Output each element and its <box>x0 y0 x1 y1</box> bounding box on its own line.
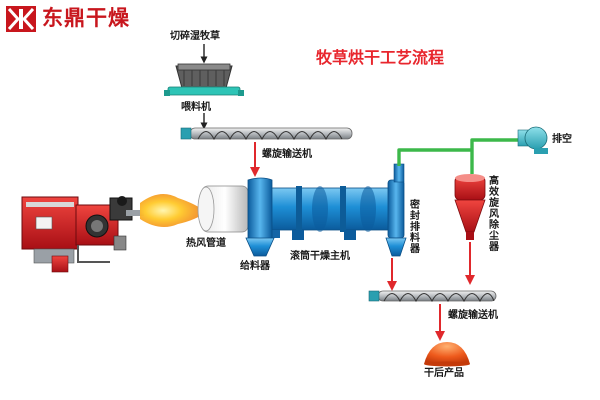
screw-conveyor-bottom <box>368 290 497 303</box>
exhaust-fan-icon <box>517 126 548 154</box>
label-screw-conveyor-bottom: 螺旋输送机 <box>448 310 498 321</box>
feeder-hopper-icon <box>164 63 244 96</box>
label-feeder: 喂料机 <box>181 102 211 113</box>
exhaust-pipe <box>397 138 522 174</box>
label-hot-air-pipe: 热风管道 <box>186 238 226 249</box>
brand-logo-icon <box>6 6 36 32</box>
label-product: 干后产品 <box>424 368 464 379</box>
screw-conveyor-top <box>180 127 353 141</box>
label-sealed-discharger: 密封排料器 <box>410 200 420 255</box>
label-screw-conveyor-top: 螺旋输送机 <box>262 149 312 160</box>
label-rotary-dryer: 滚筒干燥主机 <box>290 251 350 262</box>
cyclone-collector-icon <box>454 174 486 240</box>
rotary-dryer-drum <box>261 186 391 240</box>
sealed-discharger <box>385 163 407 257</box>
product-pile-icon <box>424 342 470 364</box>
flame-icon <box>140 194 206 228</box>
hot-air-duct <box>197 185 249 233</box>
label-feeding-device: 给料器 <box>240 261 270 272</box>
label-exhaust: 排空 <box>552 134 572 145</box>
brand-name: 东鼎干燥 <box>42 6 130 30</box>
burner-icon <box>21 196 144 273</box>
product-base <box>424 361 470 367</box>
label-material: 切碎湿牧草 <box>170 31 220 42</box>
label-cyclone: 高效旋风除尘器 <box>489 176 499 253</box>
feed-device <box>245 177 275 257</box>
page-title: 牧草烘干工艺流程 <box>316 48 445 67</box>
